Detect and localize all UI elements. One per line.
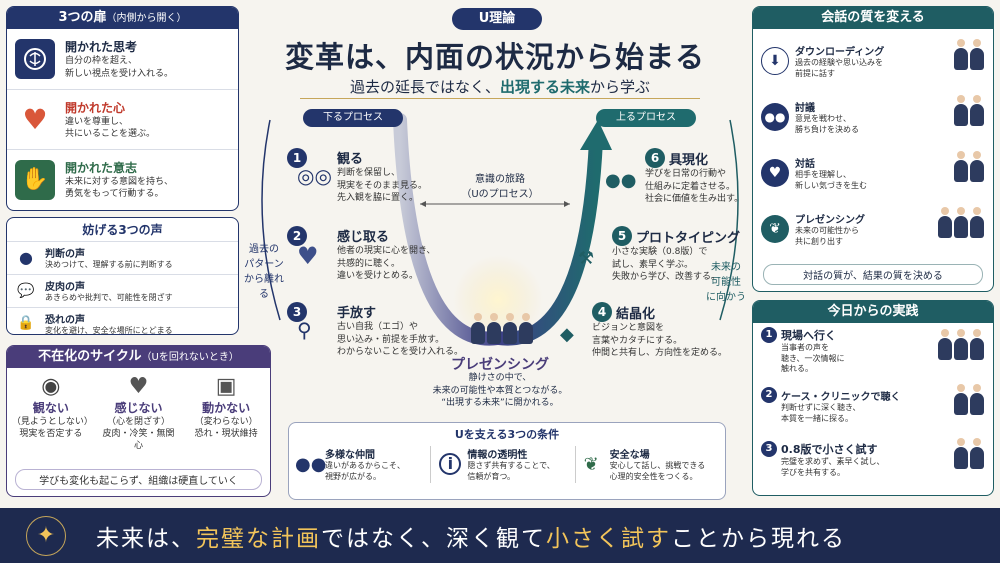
absence-item: ◉ 観ない （見ようとしない） 現実を否定する <box>11 374 93 440</box>
head-icon: ● <box>19 248 33 268</box>
left-side-text: 過去のパターンから離れる <box>244 244 284 300</box>
bottom-banner: ✦ 未来は、完璧な計画ではなく、深く観て小さく試すことから現れる <box>0 508 1000 563</box>
down-process-label: 下るプロセス <box>303 109 403 127</box>
door-item-heart: ♥ 開かれた心 違いを尊重し、 共にいることを選ぶ。 <box>7 89 238 149</box>
practice-title: 今日からの実践 <box>753 301 993 323</box>
conversation-panel: 会話の質を変える ⬇ ダウンローディング過去の経験や思い込みを前提に話す ●● … <box>752 6 994 292</box>
absence-item: ♥ 感じない （心を閉ざす） 皮肉・冷笑・無関心 <box>99 374 177 452</box>
eye-crossed-icon: ◉ <box>41 374 61 399</box>
lock-icon: 🔒 <box>17 315 35 332</box>
conversation-item: ♥ 対話相手を理解し、新しい気づきを生む <box>759 145 987 201</box>
voice-item: 💬 皮肉の声あきらめや批判で、可能性を閉ざす <box>7 273 238 307</box>
absence-title: 不在化のサイクル（Uを回れないとき） <box>7 346 270 368</box>
conversation-item: ⬇ ダウンローディング過去の経験や思い込みを前提に話す <box>759 33 987 89</box>
u-step-1: 1 ◎◎ 観る 判断を保留し、現実をそのまま見る。先入観を脇に置く。 <box>287 148 427 205</box>
crystal-icon: ◆ <box>560 324 574 345</box>
workers-illustration <box>937 329 985 364</box>
conversation-item: ❦ プレゼンシング未来の可能性から共に創り出す <box>759 201 987 257</box>
info-icon: i <box>439 453 462 476</box>
presencing-desc: 静けさの中で、未来の可能性や本質とつながる。“出現する未来”に開かれる。 <box>432 373 568 409</box>
voices-title: 妨げる3つの声 <box>82 223 163 237</box>
hand-icon: ✋ <box>15 159 55 200</box>
conditions-title: Uを支える3つの条件 <box>454 428 560 441</box>
condition-item: ❦ 安全な場安心して話し、挑戦できる心理的安全性をつくる。 <box>574 446 719 483</box>
download-icon: ⬇ <box>761 47 789 75</box>
debate-icon: ●● <box>761 103 789 131</box>
doors-title: 3つの扉（内側から開く） <box>7 7 238 29</box>
tools-icon: ⚒ <box>578 248 595 269</box>
group-icon: ●● <box>605 170 637 191</box>
star-icon: ✦ <box>26 515 66 556</box>
people-illustration <box>953 151 985 186</box>
people-icon: ●● <box>295 453 327 475</box>
u-theory-badge: U理論 <box>452 8 542 30</box>
door-item-will: ✋ 開かれた意志 未来に対する意図を持ち、 勇気をもって行動する。 <box>7 149 238 209</box>
page-title: 変革は、内面の状況から始まる <box>284 40 705 74</box>
speech-bubble-icon: 💬 <box>17 282 35 299</box>
journey-label: 意識の旅路（Uのプロセス） <box>461 174 539 200</box>
u-step-3: 3 ⚲ 手放す 古い自我（エゴ）や思い込み・前提を手放す。わからないことを受け入… <box>287 302 463 359</box>
condition-item: i 情報の透明性隠さず共有することで、信頼が育つ。 <box>430 446 574 483</box>
voice-item: ● 判断の声決めつけて、理解する前に判断する <box>7 241 238 274</box>
u-step-2: 2 ♥ 感じ取る 他者の現実に心を開き、共感的に聴く。違いを受けとめる。 <box>287 226 435 283</box>
conditions-panel: Uを支える3つの条件 ●● 多様な仲間違いがあるからこそ、視野が広がる。 i 情… <box>288 422 726 500</box>
condition-item: ●● 多様な仲間違いがあるからこそ、視野が広がる。 <box>295 450 405 481</box>
voice-item: 🔒 恐れの声変化を避け、安全な場所にとどまる <box>7 306 238 334</box>
title-divider <box>300 98 700 99</box>
absence-item: ▣ 動かない （変わらない） 恐れ・現状維持 <box>187 374 265 452</box>
up-process-label: 上るプロセス <box>596 109 696 127</box>
presencing-group-icon <box>470 313 534 348</box>
right-side-text: 未来の可能性に向かう <box>706 262 746 303</box>
meeting-illustration <box>953 384 985 419</box>
heart-icon: ♥ <box>22 103 48 136</box>
people-illustration <box>937 207 985 242</box>
heart-icon: ♥ <box>297 242 319 270</box>
sitting-person-icon: ▣ <box>215 374 237 399</box>
voices-panel: 妨げる3つの声 ● 判断の声決めつけて、理解する前に判断する 💬 皮肉の声あきら… <box>6 217 239 335</box>
doors-panel: 3つの扉（内側から開く） 開かれた思考 自分の枠を超え、 新しい視点を受け入れる… <box>6 6 239 211</box>
page-subtitle: 過去の延長ではなく、出現する未来から学ぶ <box>349 78 651 96</box>
sprout-icon: ❦ <box>761 215 789 243</box>
conversation-item: ●● 討議意見を戦わせ、勝ち負けを決める <box>759 89 987 145</box>
broken-heart-icon: ♥ <box>128 374 149 399</box>
presencing-label: プレゼンシング <box>451 357 549 373</box>
conversation-title: 会話の質を変える <box>753 7 993 29</box>
people-illustration <box>953 95 985 130</box>
release-person-icon: ⚲ <box>297 318 312 342</box>
brain-icon <box>15 39 55 79</box>
people-illustration <box>953 39 985 74</box>
absence-panel: 不在化のサイクル（Uを回れないとき） ◉ 観ない （見ようとしない） 現実を否定… <box>6 345 271 497</box>
binoculars-icon: ◎◎ <box>297 164 332 188</box>
heart-icon: ♥ <box>761 159 789 187</box>
board-illustration <box>953 438 985 473</box>
door-name: 開かれた思考 <box>65 40 138 55</box>
absence-footer: 学びも変化も起こらず、組織は硬直していく <box>15 469 262 490</box>
conversation-footer: 対話の質が、結果の質を決める <box>763 264 983 285</box>
door-item-thinking: 開かれた思考 自分の枠を超え、 新しい視点を受け入れる。 <box>7 29 238 89</box>
sprout-icon: ❦ <box>583 453 599 475</box>
